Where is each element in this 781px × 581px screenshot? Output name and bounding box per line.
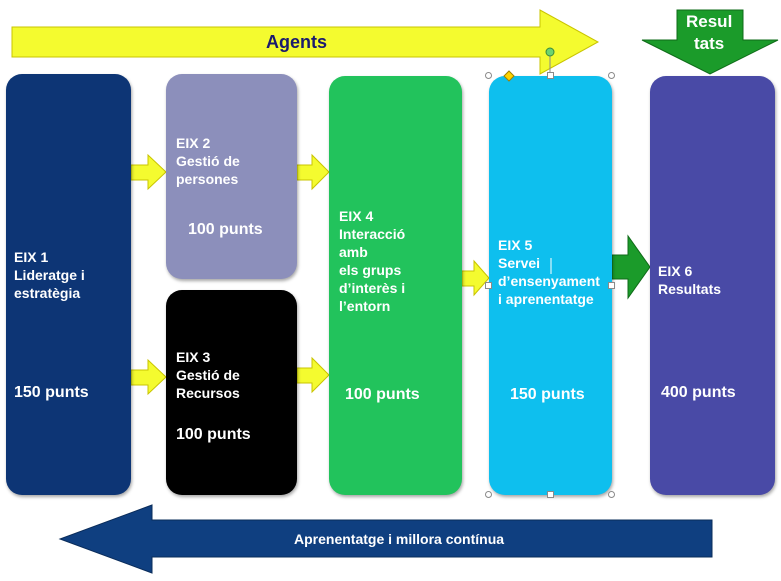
results-arrow-label-2: tats <box>694 34 725 53</box>
eix3-box: EIX 3 Gestió de Recursos 100 punts <box>166 290 297 495</box>
eix4-line5: l’entorn <box>339 298 391 314</box>
connector-arrow-3-4 <box>296 356 330 394</box>
eix4-line2: amb <box>339 244 368 260</box>
eix4-line3: els grups <box>339 262 402 278</box>
agents-label: Agents <box>266 32 328 52</box>
selection-handle-nw[interactable] <box>485 72 492 79</box>
results-arrow <box>641 9 779 75</box>
eix5-line1: Servei <box>498 255 541 271</box>
eix5-points: 150 punts <box>510 386 585 403</box>
selection-handle-s[interactable] <box>547 491 554 498</box>
eix3-points: 100 punts <box>176 426 251 443</box>
eix3-line2: Recursos <box>176 385 240 401</box>
results-arrow-label-1: Resul <box>686 12 733 31</box>
agents-arrow <box>11 9 600 75</box>
eix4-box: EIX 4 Interacció amb els grups d’interès… <box>329 76 462 495</box>
selection-handle-ne[interactable] <box>608 72 615 79</box>
eix1-line1: Lideratge i <box>14 267 85 283</box>
eix5-title: EIX 5 <box>498 237 533 253</box>
eix1-box: EIX 1 Lideratge i estratègia 150 punts <box>6 74 131 495</box>
selection-handle-se[interactable] <box>608 491 615 498</box>
eix4-line1: Interacció <box>339 226 406 242</box>
eix1-line2: estratègia <box>14 285 81 301</box>
connector-arrow-1-3 <box>130 358 167 396</box>
eix2-points: 100 punts <box>188 221 263 238</box>
eix6-box: EIX 6 Resultats 400 punts <box>650 76 775 495</box>
selection-handle-w[interactable] <box>485 282 492 289</box>
connector-arrow-5-6 <box>611 234 651 300</box>
bottom-arrow-label: Aprenentatge i millora contínua <box>294 531 505 547</box>
eix2-line1: Gestió de <box>176 153 240 169</box>
eix6-points: 400 punts <box>661 384 736 401</box>
eix1-title: EIX 1 <box>14 249 49 265</box>
eix2-box: EIX 2 Gestió de persones 100 punts <box>166 74 297 279</box>
selection-handle-e[interactable] <box>608 282 615 289</box>
connector-arrow-4-5 <box>461 259 490 297</box>
eix2-line2: persones <box>176 171 239 187</box>
bottom-arrow <box>58 504 713 574</box>
eix5-line3: i aprenentatge <box>498 291 594 307</box>
eix1-points: 150 punts <box>14 384 89 401</box>
eix5-box[interactable]: EIX 5 Servei d’ensenyament i aprenentatg… <box>489 76 612 495</box>
eix6-line1: Resultats <box>658 281 722 297</box>
connector-arrow-2-4 <box>296 153 330 191</box>
eix2-title: EIX 2 <box>176 135 211 151</box>
eix4-line4: d’interès i <box>339 280 406 296</box>
eix4-points: 100 punts <box>345 386 420 403</box>
selection-handle-n[interactable] <box>547 72 554 79</box>
eix4-title: EIX 4 <box>339 208 374 224</box>
eix6-title: EIX 6 <box>658 263 693 279</box>
selection-handle-sw[interactable] <box>485 491 492 498</box>
eix5-line2: d’ensenyament <box>498 273 600 289</box>
connector-arrow-1-2 <box>130 153 167 191</box>
eix3-line1: Gestió de <box>176 367 240 383</box>
eix3-title: EIX 3 <box>176 349 211 365</box>
